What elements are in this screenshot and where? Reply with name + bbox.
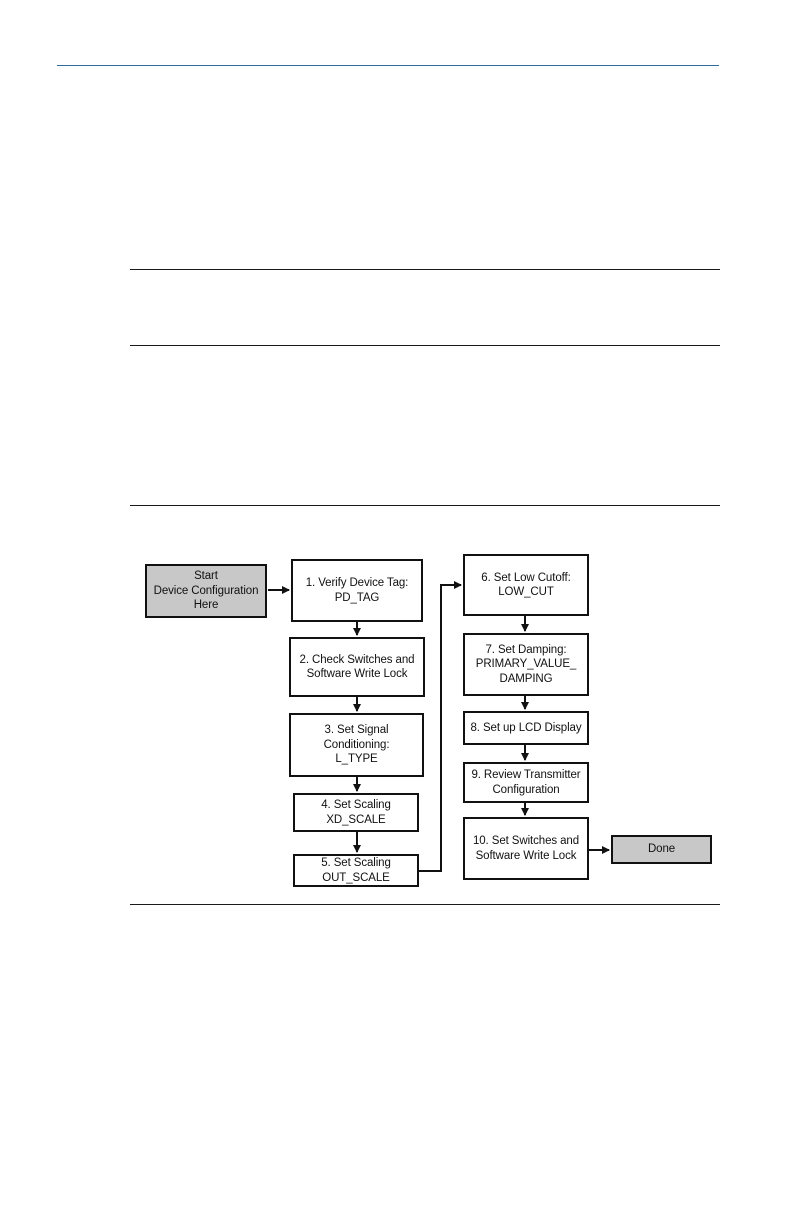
step-2-box: 2. Check Switches and Software Write Loc… (289, 637, 425, 697)
step-2-label: 2. Check Switches and Software Write Loc… (299, 653, 415, 681)
figure-bottom-rule (130, 904, 720, 905)
step-4-label: 4. Set Scaling XD_SCALE (321, 799, 391, 826)
step-9-label: 9. Review Transmitter Configuration (471, 769, 581, 796)
step-7-box: 7. Set Damping: PRIMARY_VALUE_ DAMPING (463, 633, 589, 696)
step-9-box: 9. Review Transmitter Configuration (463, 762, 589, 803)
section-rule-2 (130, 345, 720, 346)
start-box: Start Device Configuration Here (145, 564, 267, 618)
step-3-label: 3. Set Signal Conditioning: L_TYPE (323, 724, 390, 766)
step-6-label: 6. Set Low Cutoff: LOW_CUT (481, 571, 571, 599)
start-box-label: Start Device Configuration Here (153, 570, 259, 612)
done-box: Done (611, 835, 712, 864)
figure-top-rule (130, 505, 720, 506)
step-7-label: 7. Set Damping: PRIMARY_VALUE_ DAMPING (475, 643, 577, 685)
done-box-label: Done (647, 843, 676, 856)
section-rule-1 (130, 269, 720, 270)
step-10-label: 10. Set Switches and Software Write Lock (472, 835, 580, 862)
step-5-box: 5. Set Scaling OUT_SCALE (293, 854, 419, 887)
step-4-box: 4. Set Scaling XD_SCALE (293, 793, 419, 832)
step-1-label: 1. Verify Device Tag: PD_TAG (305, 577, 409, 604)
step-10-box: 10. Set Switches and Software Write Lock (463, 817, 589, 880)
step-8-box: 8. Set up LCD Display (463, 711, 589, 745)
step-1-box: 1. Verify Device Tag: PD_TAG (291, 559, 423, 622)
arrow-step5-to-step6 (418, 581, 462, 872)
step-5-label: 5. Set Scaling OUT_SCALE (321, 857, 391, 884)
step-8-label: 8. Set up LCD Display (470, 721, 582, 734)
step-3-box: 3. Set Signal Conditioning: L_TYPE (289, 713, 424, 777)
header-rule (57, 65, 719, 66)
step-6-box: 6. Set Low Cutoff: LOW_CUT (463, 554, 589, 616)
